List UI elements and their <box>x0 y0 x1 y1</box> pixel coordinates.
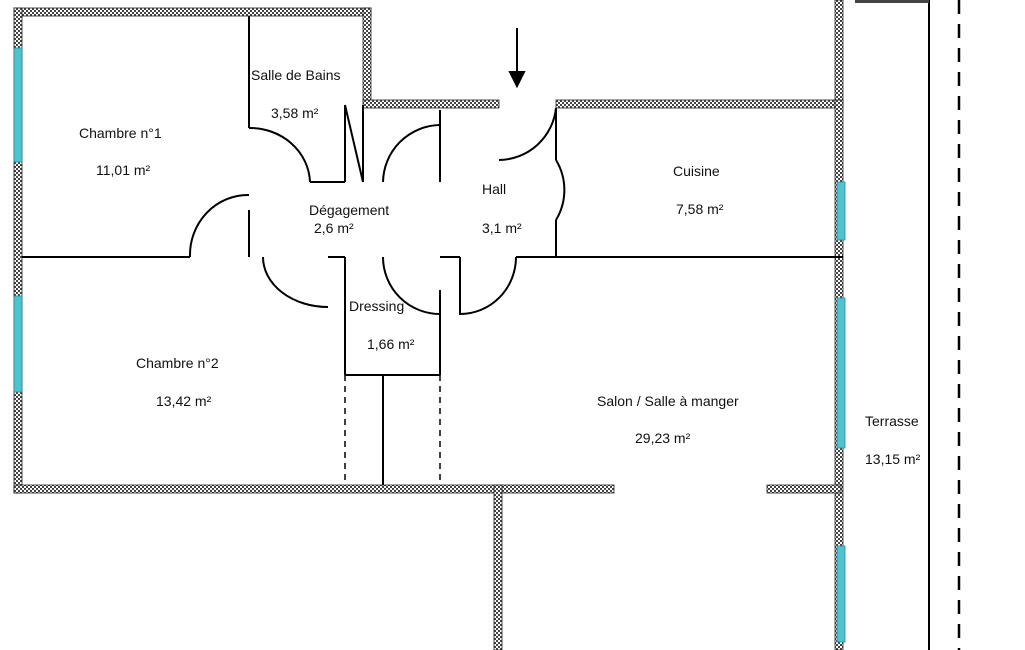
top-right-marker <box>855 0 929 3</box>
walls <box>13 0 844 650</box>
door-sdb <box>382 124 441 183</box>
dashed-lines <box>344 0 961 650</box>
door-entry <box>498 107 557 161</box>
area-chambre2: 13,42 m² <box>156 393 212 409</box>
window-cuisine <box>836 181 846 241</box>
wall-mid-top-b <box>555 99 842 109</box>
label-chambre1: Chambre n°1 <box>79 125 162 141</box>
door-ch2 <box>262 256 329 308</box>
doors <box>188 107 566 316</box>
label-cuisine: Cuisine <box>673 163 720 179</box>
wall-bottom-stub <box>493 484 503 650</box>
wall-sdb-right <box>362 7 372 104</box>
wall-bottom-right <box>766 484 842 494</box>
area-salon: 29,23 m² <box>635 430 691 446</box>
label-salon: Salon / Salle à manger <box>597 393 739 409</box>
area-terrasse: 13,15 m² <box>865 451 921 467</box>
label-degagement: Dégagement <box>309 202 389 218</box>
window-chambre2 <box>13 295 23 393</box>
area-cuisine: 7,58 m² <box>676 201 724 217</box>
room-labels: Chambre n°1 11,01 m² Salle de Bains 3,58… <box>79 67 921 467</box>
label-terrasse: Terrasse <box>865 413 919 429</box>
area-hall: 3,1 m² <box>482 220 522 236</box>
door-cuisine <box>555 159 566 221</box>
window-salon <box>836 297 846 449</box>
label-sdb: Salle de Bains <box>251 67 341 83</box>
window-bottom-right <box>836 545 846 643</box>
entry-arrow-icon <box>508 28 526 89</box>
area-dressing: 1,66 m² <box>367 336 415 352</box>
door-salon <box>459 256 517 316</box>
wall-right-upper <box>834 0 844 109</box>
wall-bottom-left <box>13 484 615 494</box>
wall-mid-top-a <box>362 99 500 109</box>
label-dressing: Dressing <box>349 298 404 314</box>
label-hall: Hall <box>482 181 506 197</box>
area-degagement: 2,6 m² <box>314 220 354 236</box>
area-sdb: 3,58 m² <box>271 105 319 121</box>
label-chambre2: Chambre n°2 <box>136 355 219 371</box>
door-dressing <box>382 256 441 315</box>
door-chambre1 <box>248 126 311 183</box>
windows <box>13 47 846 643</box>
wall-top-left <box>13 7 372 17</box>
partitions <box>22 0 930 650</box>
partition-closet-diag <box>344 104 364 183</box>
door-degagement-left <box>188 193 250 258</box>
window-chambre1 <box>13 47 23 163</box>
area-chambre1: 11,01 m² <box>96 162 151 178</box>
